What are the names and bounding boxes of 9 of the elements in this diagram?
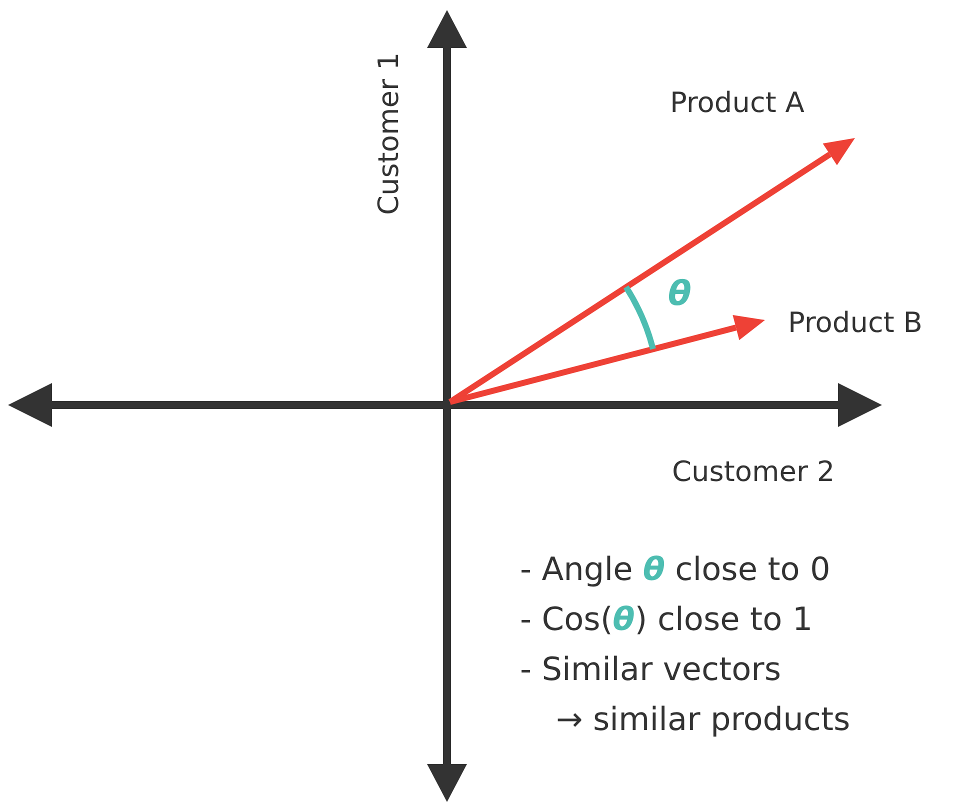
axis-label: Customer 2 (672, 455, 835, 489)
vector-label: Product A (670, 86, 804, 120)
note-text: - Cos(θ) close to 1 (520, 600, 813, 638)
note-text: - Similar vectors (520, 650, 781, 688)
note-text: - Angle θ close to 0 (520, 550, 830, 588)
angle-label: θ (668, 274, 692, 315)
vector-label: Product B (788, 306, 922, 340)
axis-label: Customer 1 (372, 52, 406, 215)
note-text: → similar products (556, 700, 850, 738)
